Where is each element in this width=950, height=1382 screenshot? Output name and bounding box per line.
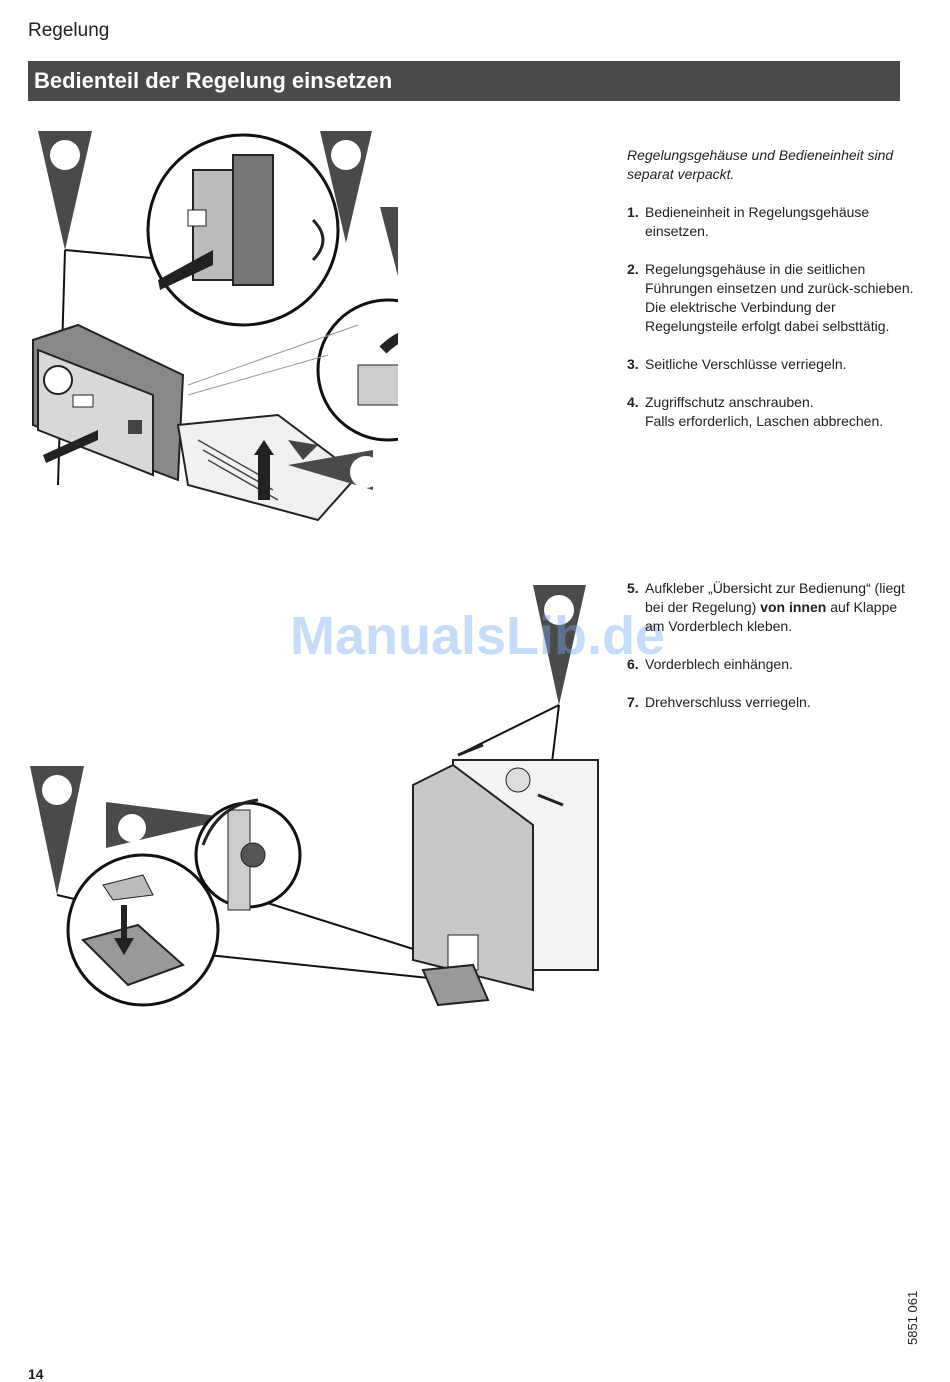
page-title: Bedienteil der Regelung einsetzen <box>28 61 900 101</box>
watermark: ManualsLib.de <box>290 606 666 666</box>
step-1: 1. Bedieneinheit in Regelungsgehäuse ein… <box>627 203 917 241</box>
illustration-front-panel <box>30 585 599 1007</box>
step-text: Drehverschluss verriegeln. <box>645 694 811 710</box>
step-6: 6. Vorderblech einhängen. <box>627 655 917 674</box>
step-number: 7. <box>627 694 639 710</box>
step-number: 4. <box>627 394 639 410</box>
section-label: Regelung <box>28 20 110 41</box>
step-text-emphasis: von innen <box>760 599 827 615</box>
step-5: 5. Aufkleber „Übersicht zur Bedienung“ (… <box>627 579 917 636</box>
step-4: 4. Zugriffschutz anschrauben. Falls erfo… <box>627 393 917 431</box>
step-text-line: Falls erforderlich, Laschen abbrechen. <box>645 413 884 429</box>
steps-top: Regelungsgehäuse und Bedieneinheit sind … <box>627 146 917 431</box>
step-text: Seitliche Verschlüsse verriegeln. <box>645 356 847 372</box>
step-text-part: auf Klappe am Vorderblech kleben. <box>645 599 898 634</box>
step-number: 3. <box>627 356 639 372</box>
step-text: Aufkleber „Übersicht zur Bedienung“ (lie… <box>645 579 917 636</box>
page-number: 14 <box>28 1366 44 1382</box>
step-text: Bedieneinheit in Regelungsgehäuse einset… <box>645 204 870 239</box>
step-number: 2. <box>627 261 639 277</box>
illustration-control-insertion <box>32 131 398 522</box>
step-number: 6. <box>627 656 639 672</box>
step-7: 7. Drehverschluss verriegeln. <box>627 693 917 712</box>
steps-bottom: 5. Aufkleber „Übersicht zur Bedienung“ (… <box>627 579 917 712</box>
step-number: 5. <box>627 580 639 596</box>
step-number: 1. <box>627 204 639 220</box>
document-number: 5851 061 <box>905 1290 920 1345</box>
step-text: Vorderblech einhängen. <box>645 656 793 672</box>
step-text-part: Aufkleber „Übersicht zur Bedienung“ (lie… <box>645 580 905 615</box>
step-text-line: Zugriffschutz anschrauben. <box>645 394 814 410</box>
step-2: 2. Regelungsgehäuse in die seitlichen Fü… <box>627 260 917 336</box>
intro-text: Regelungsgehäuse und Bedieneinheit sind … <box>627 147 894 182</box>
step-3: 3. Seitliche Verschlüsse verriegeln. <box>627 355 917 374</box>
step-text: Zugriffschutz anschrauben. Falls erforde… <box>645 393 917 431</box>
step-text: Regelungsgehäuse in die seitlichen Führu… <box>645 261 914 334</box>
